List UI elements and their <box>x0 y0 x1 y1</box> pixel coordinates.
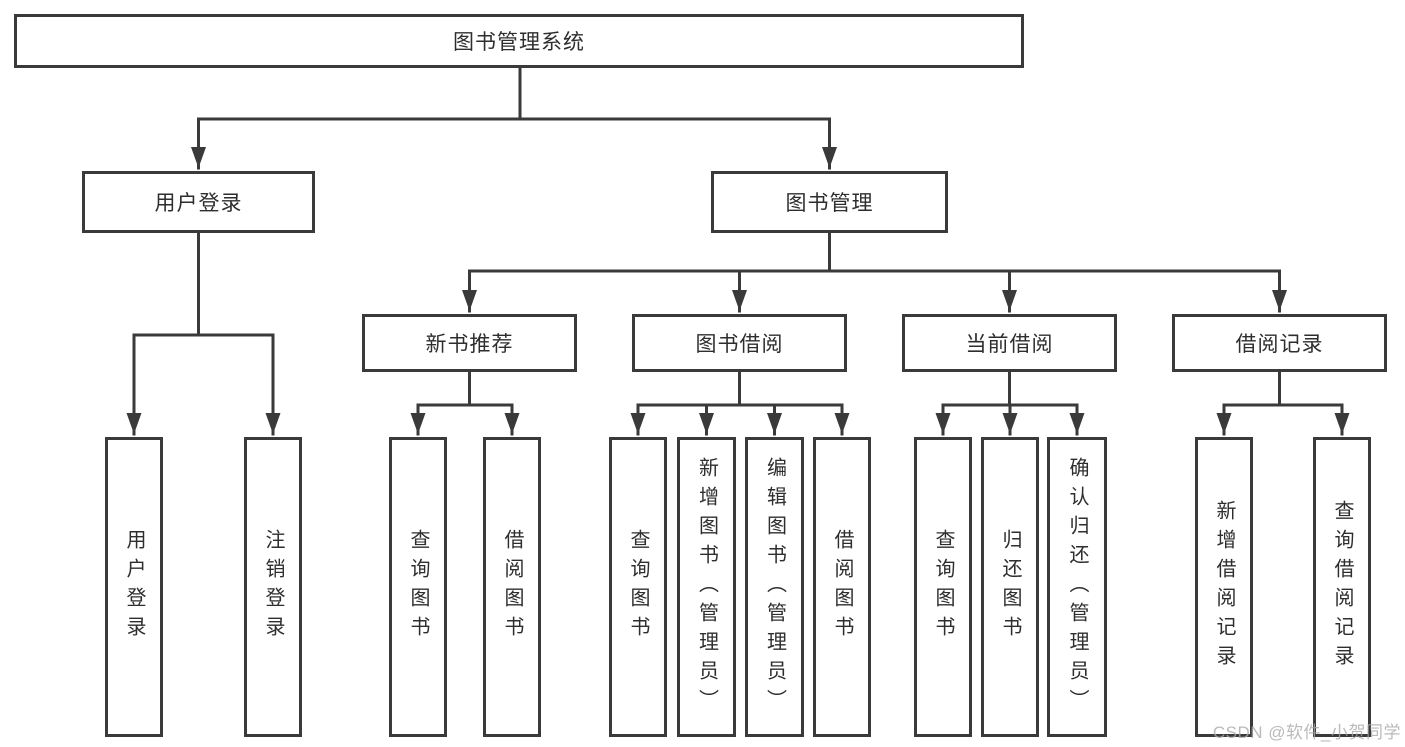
leaf-label: 新增借阅记录 <box>1213 500 1235 674</box>
leaf-label: 用户登录 <box>123 529 145 645</box>
connector-root-to-level2 <box>191 66 837 170</box>
node-leaf-user-login: 用户登录 <box>105 437 163 737</box>
node-book-management: 图书管理 <box>711 171 948 233</box>
leaf-label: 查询图书 <box>407 529 429 645</box>
watermark: CSDN @软件_小贺同学 <box>1212 723 1401 742</box>
connector-new-book-recommend-children <box>410 370 520 436</box>
node-leaf-borrow-books-recommend: 借阅图书 <box>483 437 541 737</box>
node-leaf-logout: 注销登录 <box>244 437 302 737</box>
leaf-label: 新增图书（管理员） <box>695 456 718 718</box>
leaf-label: 查询图书 <box>932 529 954 645</box>
connector-borrowing-records-children <box>1216 370 1350 436</box>
node-new-book-recommend: 新书推荐 <box>362 314 577 372</box>
node-leaf-add-borrow-record: 新增借阅记录 <box>1195 437 1253 737</box>
leaf-label: 归还图书 <box>999 529 1021 645</box>
node-book-borrowing: 图书借阅 <box>632 314 847 372</box>
node-leaf-borrow-books-borrowing: 借阅图书 <box>813 437 871 737</box>
node-leaf-query-borrow-record: 查询借阅记录 <box>1313 437 1371 737</box>
node-leaf-return-books: 归还图书 <box>981 437 1039 737</box>
connector-book-borrowing-children <box>630 370 850 436</box>
node-leaf-confirm-return-admin: 确认归还（管理员） <box>1047 437 1107 737</box>
node-user-login: 用户登录 <box>82 171 315 233</box>
node-leaf-edit-book-admin: 编辑图书（管理员） <box>745 437 804 737</box>
leaf-label: 编辑图书（管理员） <box>763 456 786 718</box>
node-leaf-query-books-recommend: 查询图书 <box>389 437 447 737</box>
leaf-label: 借阅图书 <box>501 529 523 645</box>
connector-user-login-children <box>126 231 281 436</box>
leaf-label: 注销登录 <box>262 529 284 645</box>
connector-book-management-to-level3 <box>462 231 1287 313</box>
leaf-label: 查询图书 <box>627 529 649 645</box>
leaf-label: 借阅图书 <box>831 529 853 645</box>
node-borrowing-records: 借阅记录 <box>1172 314 1387 372</box>
connector-current-borrowing-children <box>935 370 1085 436</box>
node-root: 图书管理系统 <box>14 14 1024 68</box>
node-leaf-add-book-admin: 新增图书（管理员） <box>677 437 736 737</box>
node-leaf-query-books-borrowing: 查询图书 <box>609 437 667 737</box>
leaf-label: 确认归还（管理员） <box>1066 456 1088 718</box>
node-leaf-query-books-current: 查询图书 <box>914 437 972 737</box>
leaf-label: 查询借阅记录 <box>1331 500 1353 674</box>
node-current-borrowing: 当前借阅 <box>902 314 1117 372</box>
